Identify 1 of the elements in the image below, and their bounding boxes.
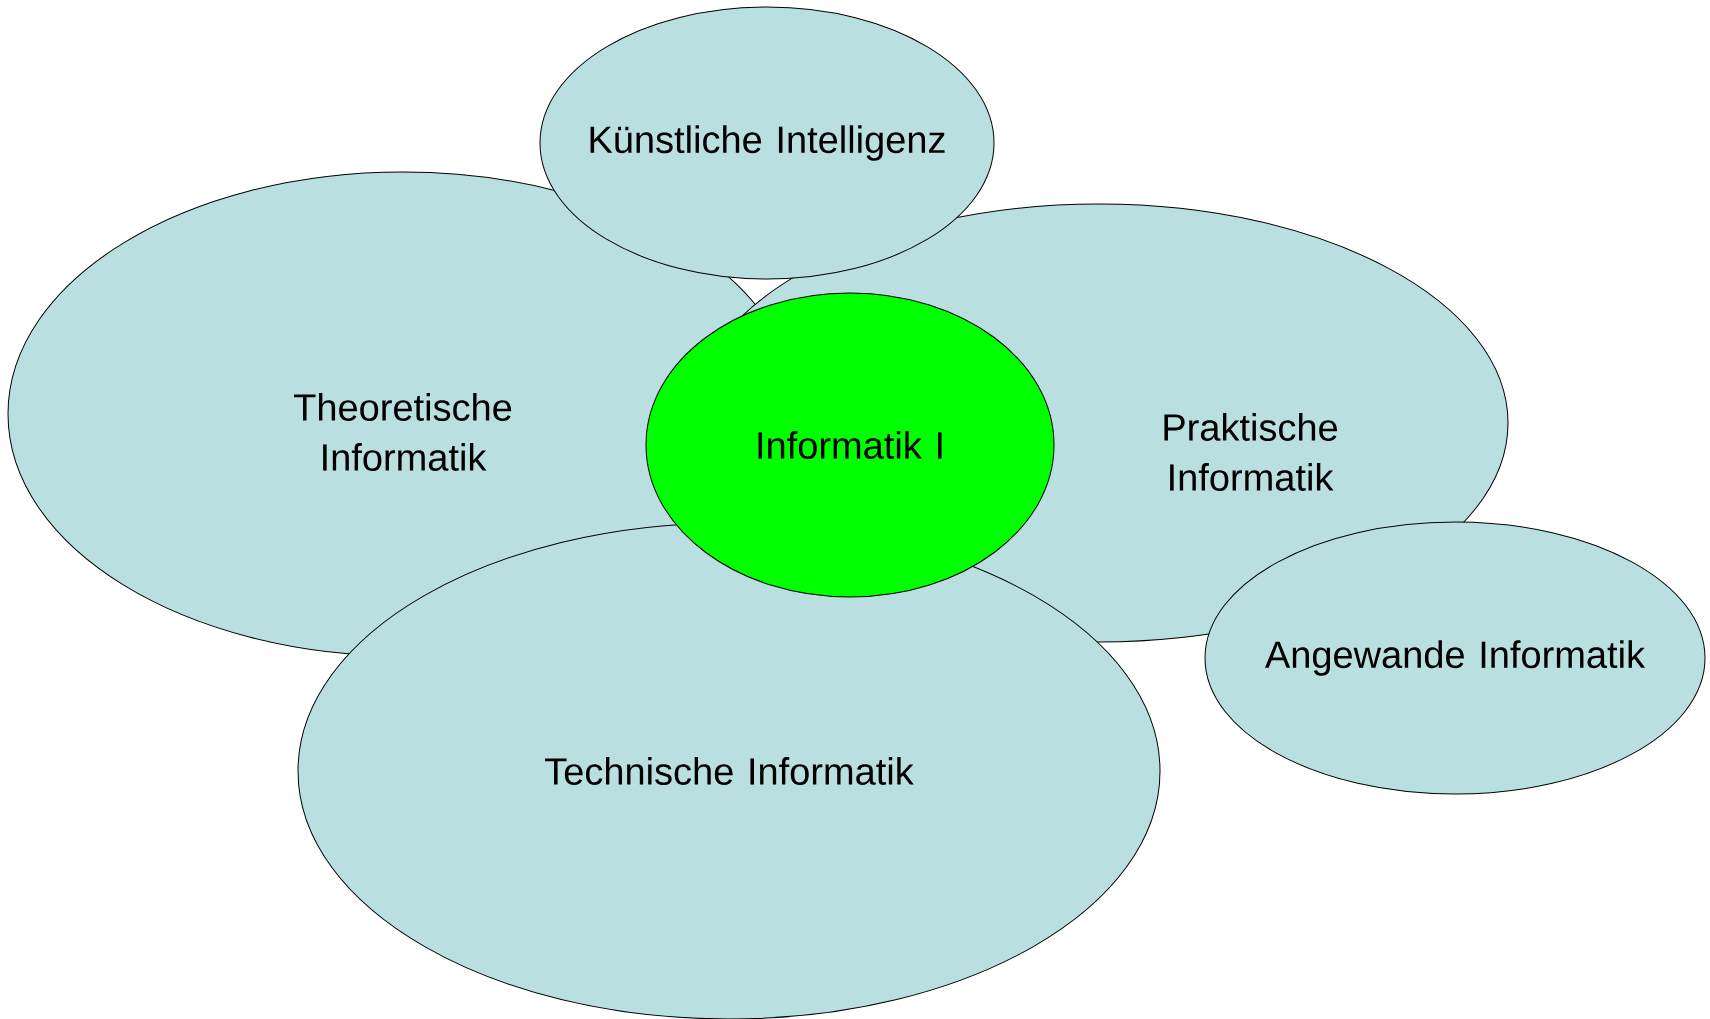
node-label: Technische Informatik — [545, 757, 914, 785]
